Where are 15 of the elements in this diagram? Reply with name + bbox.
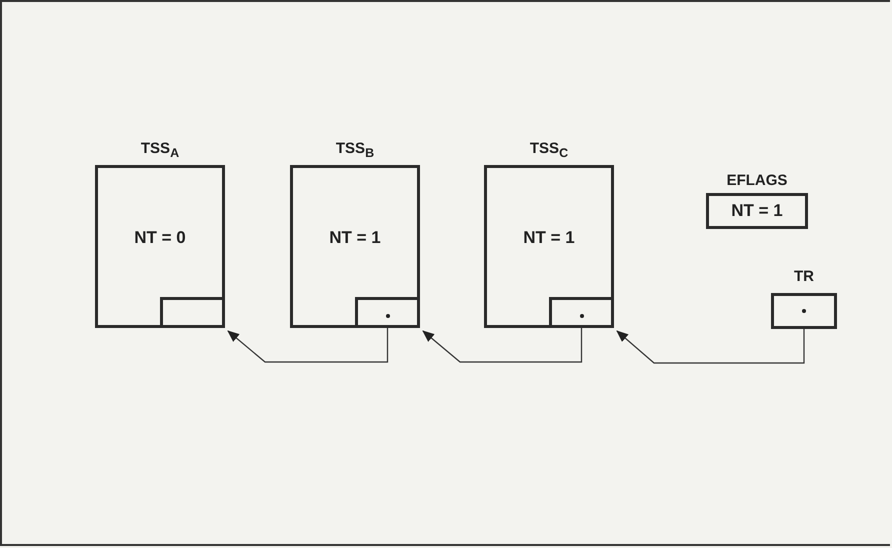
box-heading: TSS$_{C}$ — [528, 140, 570, 160]
arrow — [422, 328, 582, 363]
field-box — [549, 297, 614, 328]
field-value: NT = 1 — [328, 228, 382, 248]
box-heading: TSS$_{B}$ — [334, 140, 376, 160]
field-box — [355, 297, 420, 328]
field-value: NT = 1 — [522, 228, 576, 248]
box-heading: EFLAGS — [726, 172, 788, 189]
field-value: NT = 1 — [730, 201, 784, 221]
arrow — [616, 329, 805, 364]
field-value: NT = 0 — [133, 228, 187, 248]
box-heading: TR — [793, 268, 815, 285]
field-box — [160, 297, 225, 328]
box-heading: TSS$_{A}$ — [140, 140, 180, 160]
arrow — [227, 328, 388, 363]
